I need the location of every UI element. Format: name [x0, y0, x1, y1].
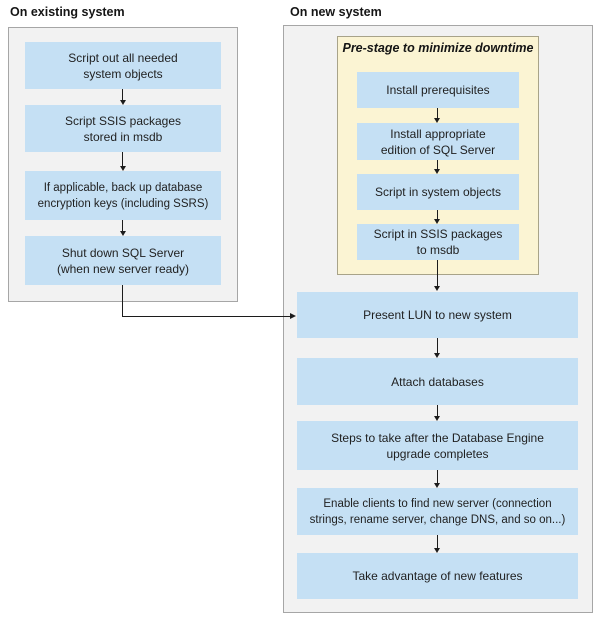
step-script-in-system-objects: Script in system objects	[357, 174, 519, 210]
elbow-connector-vertical	[122, 285, 124, 317]
arrow-down	[436, 535, 438, 548]
step-backup-encryption-keys: If applicable, back up database encrypti…	[25, 171, 221, 220]
step-attach-databases: Attach databases	[297, 358, 578, 405]
step-script-out-system-objects: Script out all needed system objects	[25, 42, 221, 89]
step-post-upgrade-steps: Steps to take after the Database Engine …	[297, 421, 578, 470]
step-script-in-ssis-packages: Script in SSIS packages to msdb	[357, 224, 519, 260]
step-new-features: Take advantage of new features	[297, 553, 578, 599]
step-script-ssis-packages: Script SSIS packages stored in msdb	[25, 105, 221, 152]
arrow-down	[436, 108, 438, 118]
arrow-down	[122, 89, 124, 100]
arrow-down	[436, 210, 438, 219]
arrow-down	[436, 338, 438, 353]
arrow-down	[122, 152, 124, 166]
step-present-lun: Present LUN to new system	[297, 292, 578, 338]
step-install-prerequisites: Install prerequisites	[357, 72, 519, 108]
new-system-header: On new system	[290, 5, 382, 19]
arrow-down	[436, 470, 438, 483]
arrow-down	[436, 260, 438, 286]
arrow-down	[436, 405, 438, 416]
prestage-title: Pre-stage to minimize downtime	[342, 41, 534, 55]
elbow-connector-arrowhead	[290, 312, 296, 319]
existing-system-header: On existing system	[10, 5, 125, 19]
elbow-connector-horizontal	[122, 315, 290, 317]
step-shutdown-sql-server: Shut down SQL Server (when new server re…	[25, 236, 221, 285]
step-enable-clients: Enable clients to find new server (conne…	[297, 488, 578, 535]
step-install-sql-edition: Install appropriate edition of SQL Serve…	[357, 123, 519, 160]
arrow-down	[122, 220, 124, 231]
arrow-down	[436, 160, 438, 169]
